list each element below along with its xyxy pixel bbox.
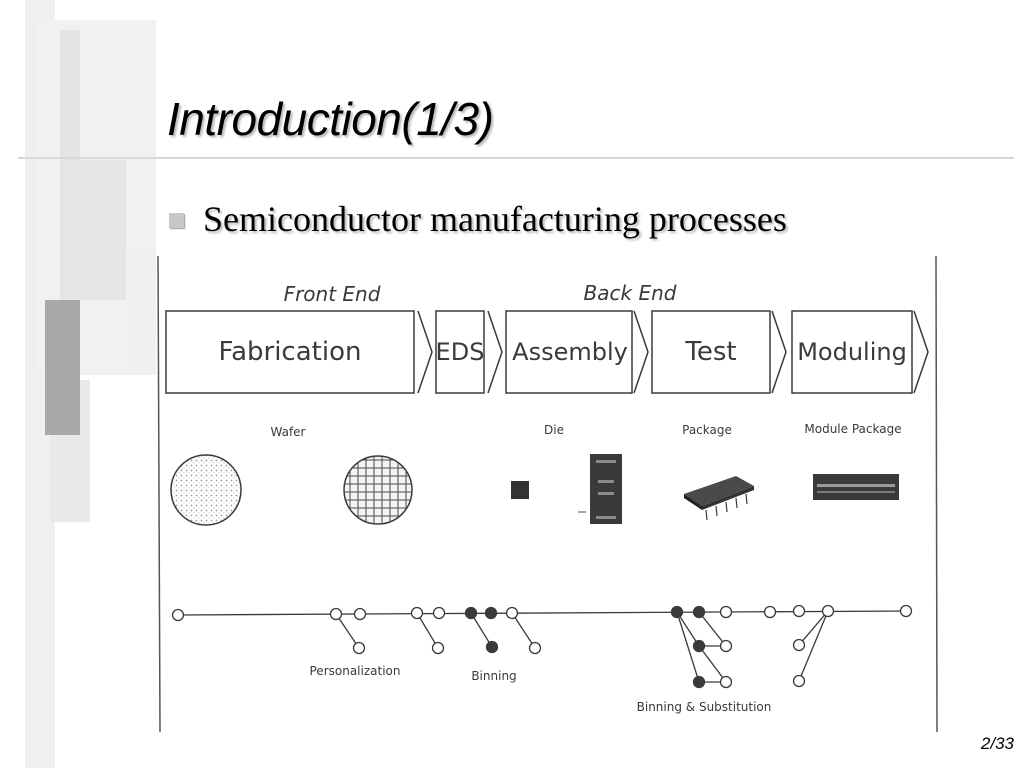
- label-back-end: Back End: [584, 281, 677, 305]
- stage-label-assembly: Assembly: [512, 338, 628, 366]
- stage-arrow-5: [913, 310, 929, 394]
- bullet-text: Semiconductor manufacturing processes: [203, 199, 787, 239]
- die-icon: [511, 481, 529, 499]
- label-personalization: Personalization: [310, 664, 401, 678]
- stage-box-moduling: [791, 310, 913, 394]
- title-rule: [18, 157, 1014, 159]
- die-package-icon: [578, 454, 622, 524]
- package-chip-icon: [684, 476, 754, 521]
- label-wafer: Wafer: [271, 425, 306, 439]
- label-package: Package: [682, 423, 732, 437]
- frame-right-edge: [935, 255, 938, 733]
- slide-title: Introduction(1/3): [167, 93, 494, 145]
- stage-label-test: Test: [684, 337, 736, 367]
- label-front-end: Front End: [284, 282, 381, 306]
- stage-box-assembly: [505, 310, 633, 394]
- stage-arrow-1: [417, 310, 433, 394]
- stage-arrow-2: [487, 310, 503, 394]
- process-diagram: Front End Back End Fabrication EDS Assem…: [157, 255, 938, 733]
- decor-bar-dark: [45, 300, 80, 435]
- module-package-icon: [813, 474, 899, 500]
- page-number: 2/33: [980, 734, 1014, 753]
- flow-graph: [171, 604, 913, 689]
- stage-label-fabrication: Fabrication: [219, 337, 362, 367]
- wafer-grid-icon: [343, 455, 413, 525]
- stage-box-fabrication: [165, 310, 415, 394]
- decor-bar-light-4: [126, 250, 156, 370]
- wafer-dotted-icon: [170, 454, 242, 526]
- stage-box-test: [651, 310, 771, 394]
- frame-left-edge: [157, 255, 161, 733]
- label-die: Die: [544, 423, 564, 437]
- bullet-square-icon: [169, 213, 184, 228]
- label-module-package: Module Package: [804, 422, 901, 436]
- label-binning: Binning: [471, 669, 516, 683]
- label-binning-substitution: Binning & Substitution: [637, 700, 772, 714]
- stage-box-eds: [435, 310, 485, 394]
- stage-label-moduling: Moduling: [797, 338, 907, 366]
- stage-arrow-4: [771, 310, 787, 394]
- stage-arrow-3: [633, 310, 649, 394]
- decor-bar-mid-2: [66, 160, 126, 300]
- stage-label-eds: EDS: [436, 338, 485, 366]
